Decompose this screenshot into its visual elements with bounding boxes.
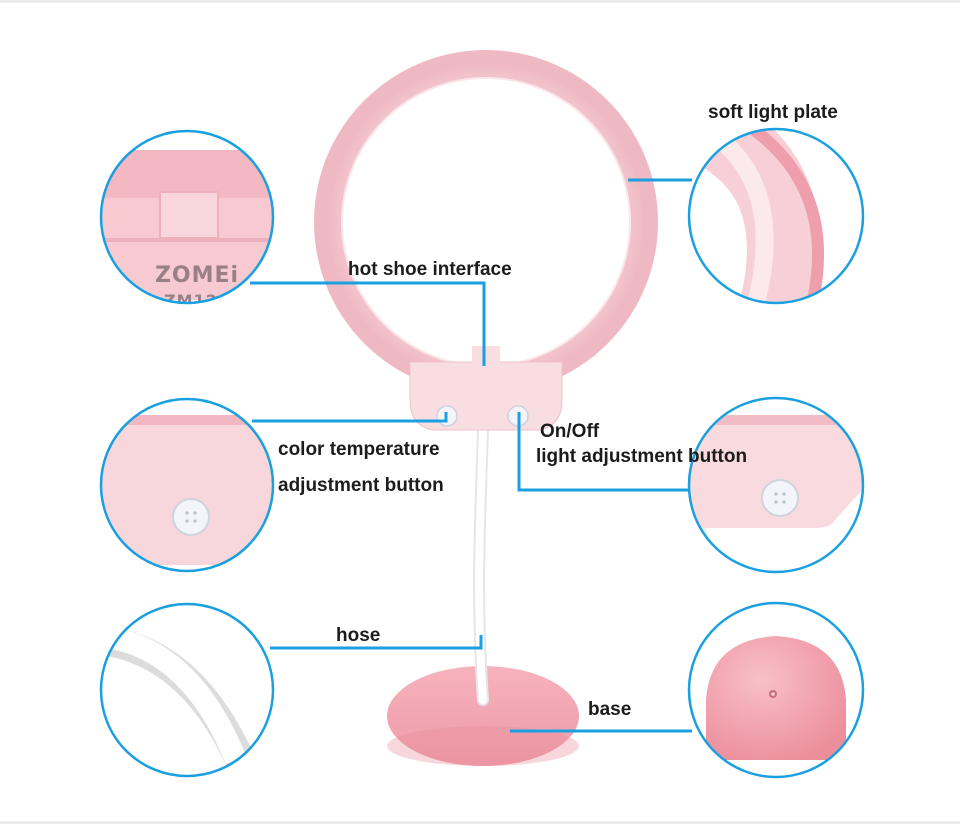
callout-lines [250,178,692,733]
detail-logo-text: ZOMEi [155,263,239,288]
hose-label: hose [336,625,381,646]
ring-light-product [314,50,658,766]
detail-circle-color-temp-button [99,397,275,573]
base-label: base [588,699,632,720]
detail-circle-base [687,601,865,779]
soft-light-plate-label: soft light plate [708,102,838,123]
detail-circle-brand: ZOMEi ZM128 [99,129,275,310]
color-temperature-label-line2: adjustment button [278,475,444,496]
color-temperature-label-line1: color temperature [278,439,440,460]
on-off-callout-line [517,412,692,492]
detail-circle-on-off-button [687,396,865,574]
hot-shoe-callout-line [250,281,486,366]
detail-circle-soft-light-plate [687,127,865,305]
color-temp-callout-line [252,412,448,423]
light-adjustment-label: light adjustment button [536,446,748,467]
on-off-label: On/Off [540,421,600,442]
ring-light [314,50,658,394]
detail-model-text: ZM128 [164,291,230,310]
base-disc [387,666,579,766]
hot-shoe-interface-label: hot shoe interface [348,259,512,280]
detail-circle-hose [99,602,275,778]
hose-callout-line [270,635,483,650]
